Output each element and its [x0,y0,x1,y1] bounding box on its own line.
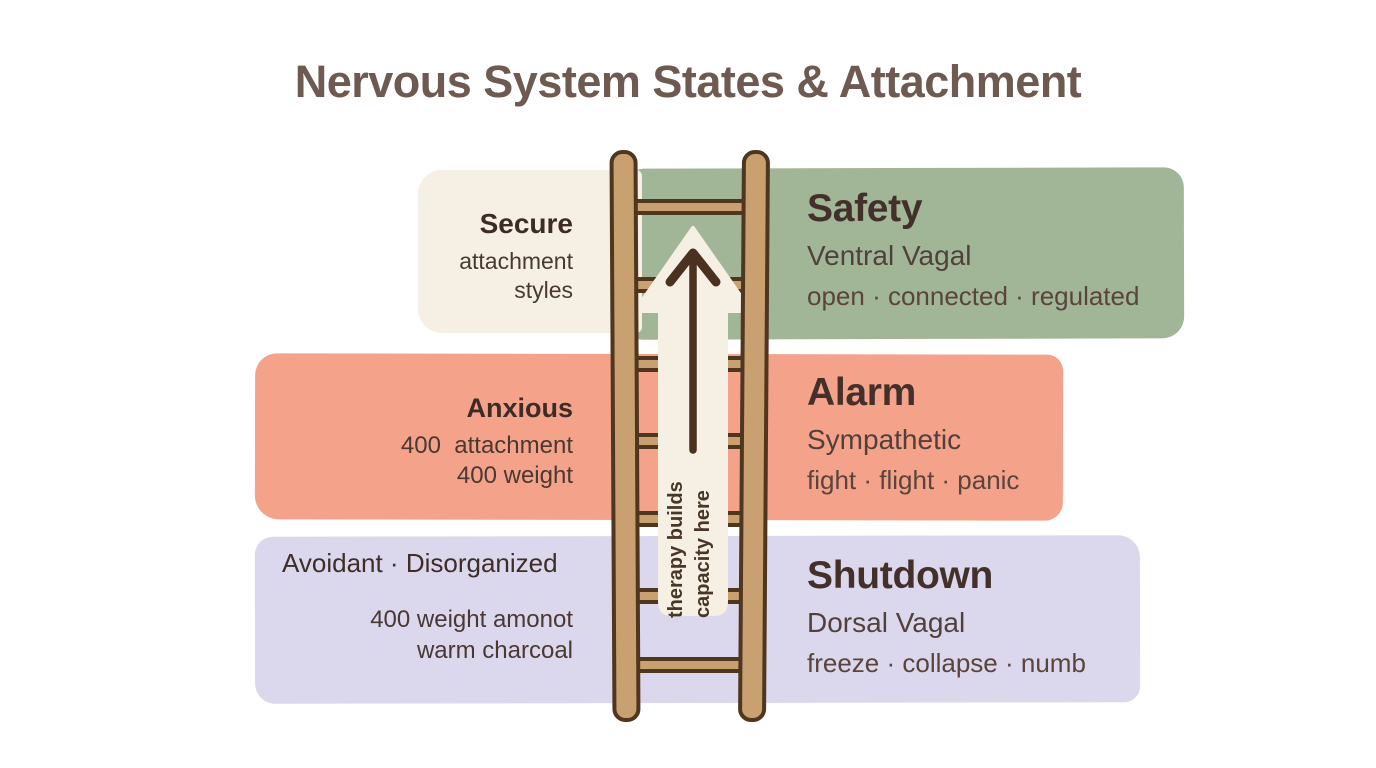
secure-line1: attachment [459,247,573,274]
ladder-rung [622,657,754,673]
anxious-heading: Anxious [466,393,573,423]
avoidant-heading: Avoidant · Disorganized [282,548,558,578]
secure-attachment-card [418,170,642,333]
alarm-subheading: Sympathetic [807,423,962,455]
anxious-line2: 400 weight [456,462,573,490]
secure-line2: styles [514,277,573,304]
alarm-descriptors: fight · flight · panic [807,465,1020,496]
secure-text-block: Secure attachment styles [459,206,573,306]
alarm-text-block: Alarm Sympathetic fight · flight · panic [807,370,1019,497]
arrow-label-line2: capacity here [692,490,714,618]
avoidant-line1: 400 weight amonot [370,606,573,633]
arrow-label-line1: therapy builds [665,481,687,618]
arrow-label: therapy builds capacity here [663,438,721,618]
page-title: Nervous System States & Attachment [294,56,1082,107]
safety-descriptors: open · connected · regulated [807,281,1140,312]
shutdown-subheading: Dorsal Vagal [807,606,966,638]
secure-heading: Secure [479,208,573,239]
avoidant-line2: warm charcoal [416,637,573,665]
shutdown-heading: Shutdown [807,554,994,597]
alarm-heading: Alarm [807,371,917,414]
shutdown-text-block: Shutdown Dorsal Vagal freeze · collapse … [807,553,1086,680]
avoidant-text-block: 400 weight amonot warm charcoal [370,604,573,666]
ladder-left-rail [609,149,641,723]
ladder-right-rail [738,149,770,723]
safety-subheading: Ventral Vagal [807,239,972,271]
up-arrow-icon [633,226,753,616]
anxious-text-block: Anxious 400 attachment 400 weight [401,391,573,492]
anxious-line1: 400 attachment [400,431,573,459]
ladder-rung [622,199,754,215]
shutdown-descriptors: freeze · collapse · numb [807,648,1086,679]
safety-heading: Safety [807,187,923,230]
safety-text-block: Safety Ventral Vagal open · connected · … [807,186,1139,313]
